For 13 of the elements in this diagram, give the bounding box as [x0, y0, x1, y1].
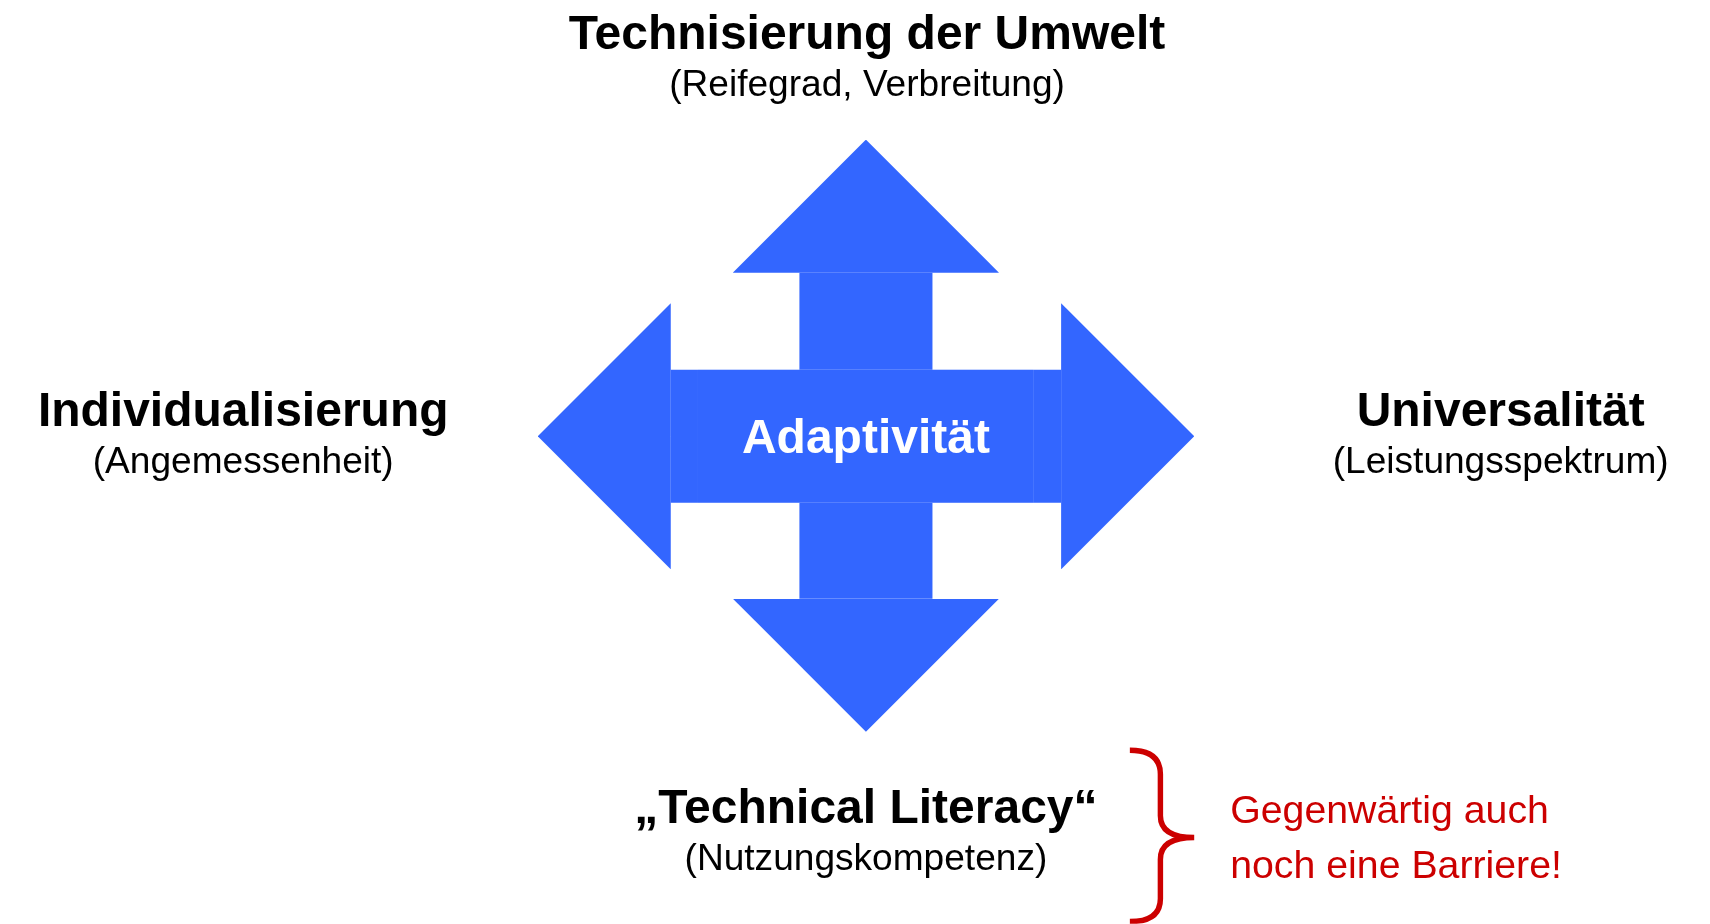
subheading: (Angemessenheit) [91, 438, 395, 483]
block-arrow [537, 303, 698, 570]
note-text: Gegenwärtig auch noch eine Barriere! [1230, 786, 1563, 889]
block-arrow [1033, 303, 1195, 570]
subheading: (Reifegrad, Verbreitung) [668, 61, 1066, 105]
heading: Universalität [1355, 381, 1646, 439]
subheading: (Nutzungskompetenz) [683, 835, 1049, 879]
center-label: Adaptivität [741, 409, 990, 464]
heading: Individualisierung [37, 381, 449, 439]
center-box [698, 369, 1034, 503]
heading: „Technical Literacy“ [634, 778, 1098, 836]
subheading: (Leistungsspektrum) [1332, 438, 1669, 483]
heading: Technisierung der Umwelt [568, 4, 1166, 61]
